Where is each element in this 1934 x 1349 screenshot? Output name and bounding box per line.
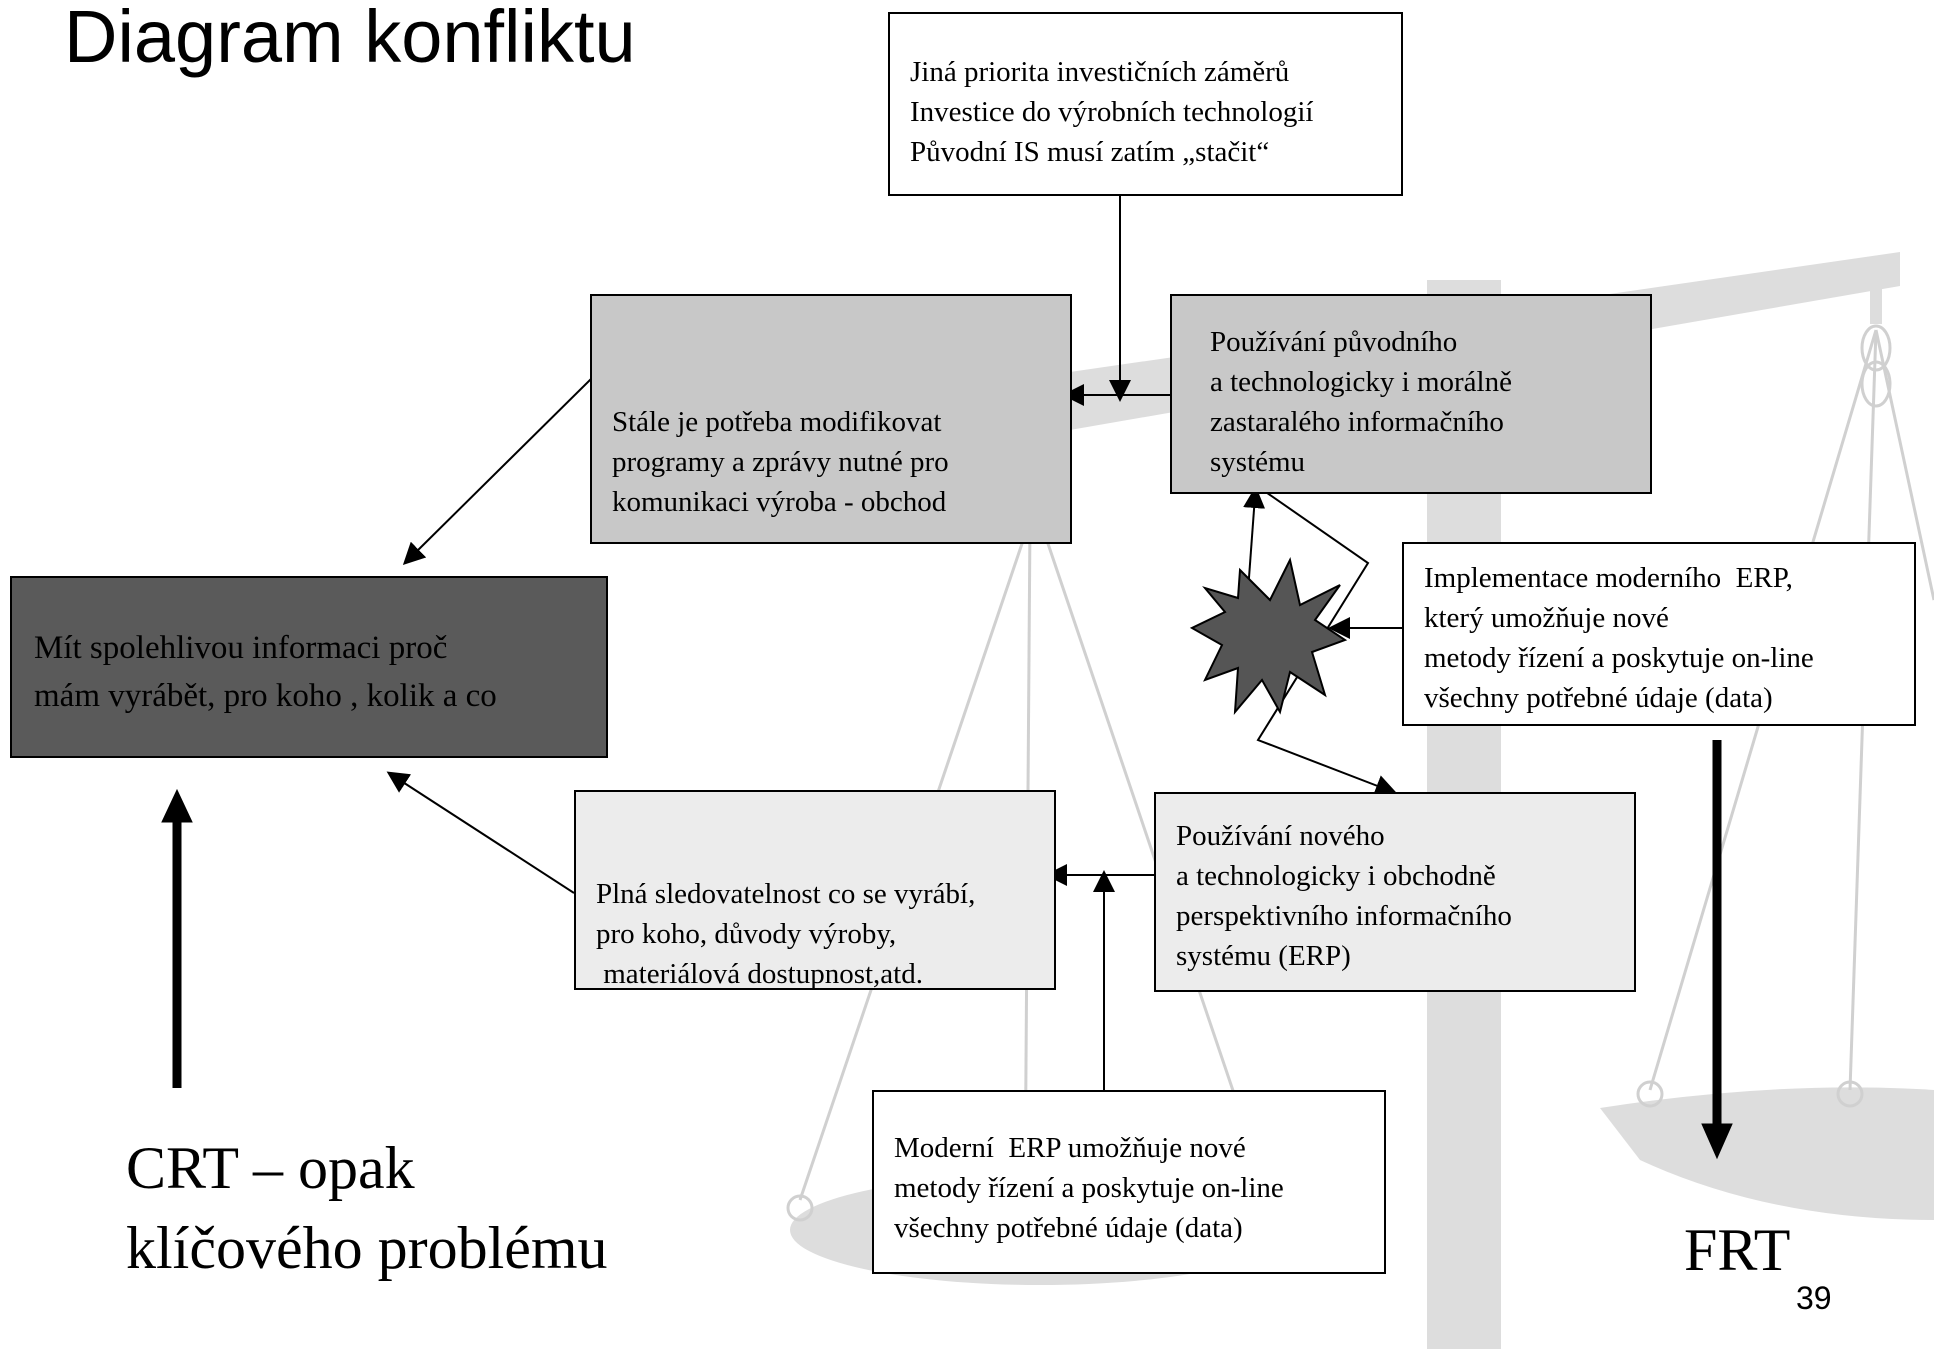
box-line: Používání nového: [1176, 820, 1385, 852]
box-line: metody řízení a poskytuje on-line: [1424, 642, 1814, 674]
box-line: Implementace moderního ERP,: [1424, 562, 1793, 594]
box-new-information-system: Používání nového a technologicky i obcho…: [1154, 792, 1636, 992]
crt-arrow-head: [161, 788, 193, 823]
arrow-modify-to-goal: [402, 377, 593, 566]
box-line: Stále je potřeba modifikovat: [612, 406, 942, 438]
box-line: systému (ERP): [1176, 940, 1351, 972]
page-number: 39: [1796, 1280, 1832, 1316]
conflict-burst-icon: [1189, 557, 1348, 715]
box-line: systému: [1210, 446, 1306, 478]
box-line: mám vyrábět, pro koho , kolik a co: [34, 678, 497, 714]
crt-label: CRT – opak klíčového problému: [126, 1128, 608, 1288]
box-line: Investice do výrobních technologií: [910, 96, 1314, 128]
crt-label-line: CRT – opak: [126, 1135, 415, 1201]
box-line: Používání původního: [1210, 326, 1458, 358]
box-goal-reliable-information: Mít spolehlivou informaci proč mám vyráb…: [10, 576, 608, 758]
box-line: Jiná priorita investičních záměrů: [910, 56, 1290, 88]
box-modify-programs: Stále je potřeba modifikovat programy a …: [590, 294, 1072, 544]
box-line: a technologicky i morálně: [1210, 366, 1512, 398]
box-full-traceability: Plná sledovatelnost co se vyrábí, pro ko…: [574, 790, 1056, 990]
box-line: Plná sledovatelnost co se vyrábí,: [596, 878, 976, 910]
box-old-information-system: Používání původního a technologicky i mo…: [1170, 294, 1652, 494]
box-line: všechny potřebné údaje (data): [1424, 682, 1773, 714]
box-modern-erp: Moderní ERP umožňuje nové metody řízení …: [872, 1090, 1386, 1274]
slide-title: Diagram konfliktu: [64, 0, 636, 78]
box-line: materiálová dostupnost,atd.: [596, 958, 923, 990]
box-line: a technologicky i obchodně: [1176, 860, 1496, 892]
box-implement-erp: Implementace moderního ERP, který umožňu…: [1402, 542, 1916, 726]
scale-right-hanger: [1870, 276, 1882, 324]
box-investment-priority: Jiná priorita investičních záměrů Invest…: [888, 12, 1403, 196]
scale-right-pan: [1600, 1087, 1934, 1220]
box-line: pro koho, důvody výroby,: [596, 918, 897, 950]
box-line: který umožňuje nové: [1424, 602, 1669, 634]
box-line: komunikaci výroba - obchod: [612, 486, 947, 518]
crt-label-line: klíčového problému: [126, 1215, 608, 1281]
box-line: perspektivního informačního: [1176, 900, 1512, 932]
box-line: Původní IS musí zatím „stačit“: [910, 136, 1270, 168]
box-line: všechny potřebné údaje (data): [894, 1212, 1243, 1244]
box-line: zastaralého informačního: [1210, 406, 1504, 438]
box-line: metody řízení a poskytuje on-line: [894, 1172, 1284, 1204]
frt-arrow-head: [1701, 1123, 1733, 1160]
frt-label: FRT: [1684, 1217, 1791, 1283]
arrow-traceability-to-goal: [386, 771, 575, 894]
box-line: Mít spolehlivou informaci proč: [34, 630, 448, 666]
box-line: programy a zprávy nutné pro: [612, 446, 949, 478]
box-line: Moderní ERP umožňuje nové: [894, 1132, 1246, 1164]
